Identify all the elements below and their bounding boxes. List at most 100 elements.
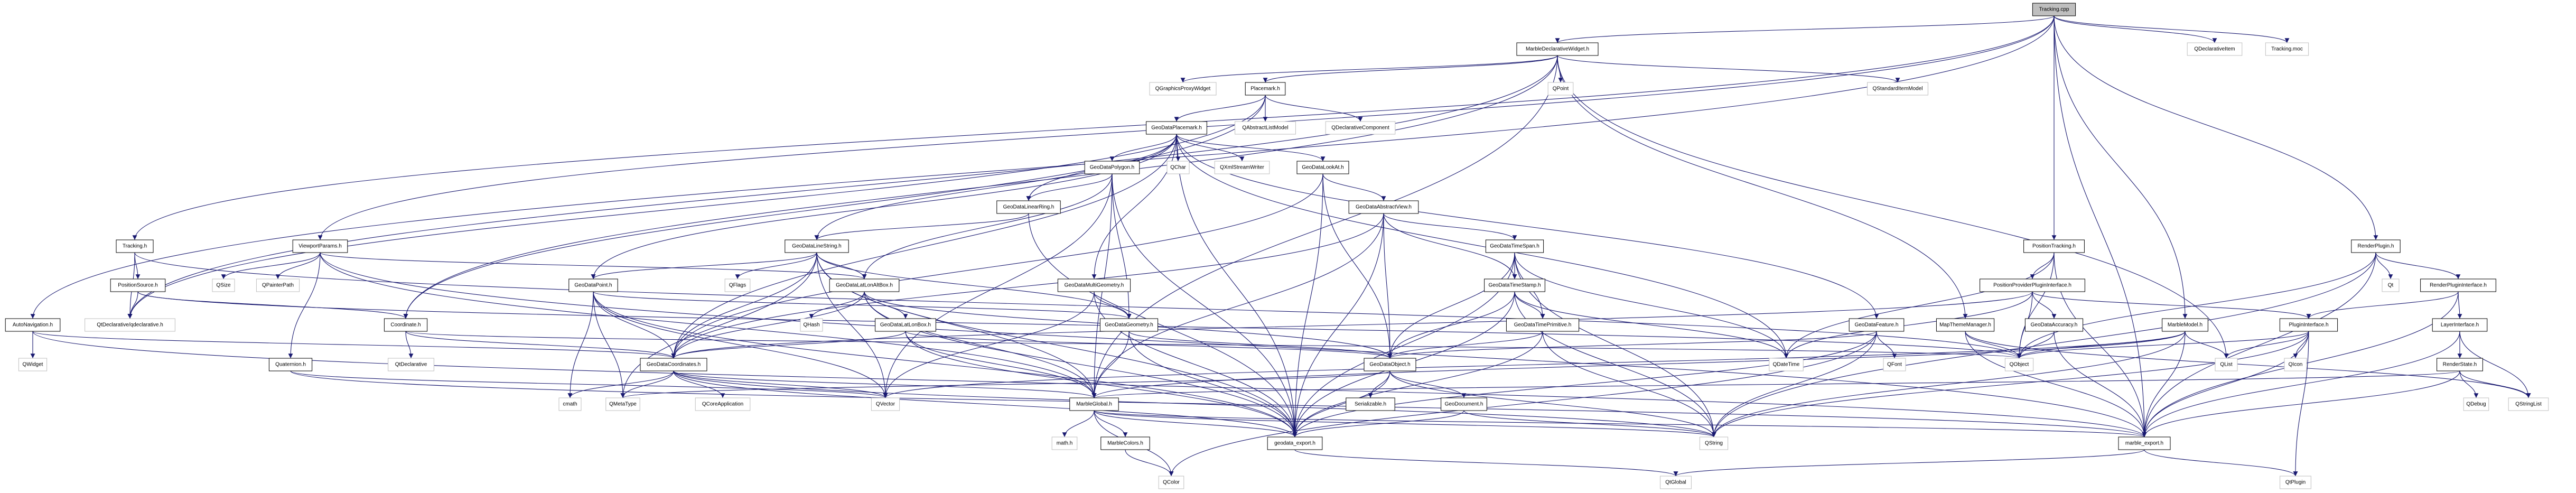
edge-geodataobject-to-geodata-export xyxy=(1292,370,1390,438)
node-label: GeoDataAccuracy.h xyxy=(2031,322,2078,328)
node-qpoint[interactable]: QPoint xyxy=(1547,82,1574,96)
node-qabstractlistmodel[interactable]: QAbstractListModel xyxy=(1235,121,1296,135)
node-qdebug[interactable]: QDebug xyxy=(2463,397,2489,411)
node-qcoreapplication[interactable]: QCoreApplication xyxy=(695,397,751,411)
node-qcolor[interactable]: QColor xyxy=(1158,476,1184,489)
node-marbleglobal[interactable]: MarbleGlobal.h xyxy=(1069,397,1119,411)
edge-viewportparams-to-qsize xyxy=(221,252,321,280)
node-geodatamultigeometry[interactable]: GeoDataMultiGeometry.h xyxy=(1057,278,1131,292)
node-qt[interactable]: Qt xyxy=(2382,278,2400,292)
node-qobject[interactable]: QObject xyxy=(2004,358,2034,371)
edge-geodatapolygon-to-geodatageometry xyxy=(1112,173,1132,319)
node-qstandarditemmodel[interactable]: QStandardItemModel xyxy=(1867,82,1928,96)
node-autonavigation[interactable]: AutoNavigation.h xyxy=(5,318,61,332)
edge-geodocument-to-qstring xyxy=(1463,410,1716,438)
node-qstringlist[interactable]: QStringList xyxy=(2508,397,2549,411)
node-box xyxy=(1980,278,2085,292)
node-marblecolors[interactable]: MarbleColors.h xyxy=(1100,436,1150,450)
node-qwidget[interactable]: QWidget xyxy=(18,358,48,371)
node-box xyxy=(1235,121,1296,135)
node-box xyxy=(2032,3,2076,16)
node-box xyxy=(785,239,849,253)
edge-geodatacoordinates-to-cmath xyxy=(567,370,674,398)
node-qhash[interactable]: QHash xyxy=(800,318,823,332)
node-box xyxy=(2420,278,2496,292)
node-qicon[interactable]: QIcon xyxy=(2284,358,2307,371)
node-renderplugin[interactable]: RenderPlugin.h xyxy=(2351,239,2401,253)
node-qflags[interactable]: QFlags xyxy=(724,278,751,292)
node-qlist[interactable]: QList xyxy=(2215,358,2238,371)
node-renderstate[interactable]: RenderState.h xyxy=(2437,358,2483,371)
node-qxmlstreamwriter[interactable]: QXmlStreamWriter xyxy=(1214,161,1270,174)
node-tracking-cpp[interactable]: Tracking.cpp xyxy=(2032,3,2076,16)
node-qfont[interactable]: QFont xyxy=(1883,358,1906,371)
node-box xyxy=(1516,42,1599,56)
edge-tracking-cpp-to-marble-export xyxy=(2054,15,2147,438)
edge-geodatalookat-to-geodataobject xyxy=(1322,173,1393,359)
node-geodatalinearring[interactable]: GeoDataLinearRing.h xyxy=(996,200,1061,214)
edge-plugininterface-to-qstring xyxy=(1711,331,2309,438)
node-serializable[interactable]: Serializable.h xyxy=(1346,397,1395,411)
node-qmetatype[interactable]: QMetaType xyxy=(605,397,640,411)
node-cmath[interactable]: cmath xyxy=(558,397,582,411)
node-qdatetime[interactable]: QDateTime xyxy=(1769,358,1804,371)
node-qtplugin[interactable]: QtPlugin xyxy=(2280,476,2311,489)
node-geodatalatlonaltbox[interactable]: GeoDataLatLonAltBox.h xyxy=(829,278,900,292)
node-marble-export[interactable]: marble_export.h xyxy=(2118,436,2171,450)
node-geodatalinestring[interactable]: GeoDataLineString.h xyxy=(785,239,849,253)
node-label: GeoDataAbstractView.h xyxy=(1356,204,1412,210)
node-plugininterface[interactable]: PluginInterface.h xyxy=(2279,318,2338,332)
node-qpainterpath[interactable]: QPainterPath xyxy=(256,278,300,292)
node-label: QXmlStreamWriter xyxy=(1220,165,1264,171)
node-positionproviderplugininterface[interactable]: PositionProviderPluginInterface.h xyxy=(1980,278,2085,292)
node-qdeclarativecomponent[interactable]: QDeclarativeComponent xyxy=(1325,121,1396,135)
node-geodata-export[interactable]: geodata_export.h xyxy=(1267,436,1323,450)
node-geodatatimespan[interactable]: GeoDataTimeSpan.h xyxy=(1485,239,1544,253)
node-geodatageometry[interactable]: GeoDataGeometry.h xyxy=(1099,318,1159,332)
node-renderplugininterface[interactable]: RenderPluginInterface.h xyxy=(2420,278,2496,292)
node-box xyxy=(2463,397,2489,411)
node-geodatapolygon[interactable]: GeoDataPolygon.h xyxy=(1084,161,1140,174)
node-layerinterface[interactable]: LayerInterface.h xyxy=(2432,318,2488,332)
node-tracking-moc[interactable]: Tracking.moc xyxy=(2265,42,2309,56)
node-geodatatimeprimitive[interactable]: GeoDataTimePrimitive.h xyxy=(1506,318,1580,332)
node-label: QMetaType xyxy=(609,402,637,407)
node-marblemodel[interactable]: MarbleModel.h xyxy=(2162,318,2208,332)
node-geodatafeature[interactable]: GeoDataFeature.h xyxy=(1849,318,1905,332)
node-qchar[interactable]: QChar xyxy=(1166,161,1190,174)
node-geodataplacemark[interactable]: GeoDataPlacemark.h xyxy=(1146,121,1207,135)
node-geodatatimestamp[interactable]: GeoDataTimeStamp.h xyxy=(1484,278,1545,292)
node-mapthememanager[interactable]: MapThemeManager.h xyxy=(1936,318,1995,332)
node-geodataobject[interactable]: GeoDataObject.h xyxy=(1364,358,1416,371)
node-viewportparams[interactable]: ViewportParams.h xyxy=(292,239,348,253)
edge-renderstate-to-marble-export xyxy=(2142,370,2460,438)
node-geodatapoint[interactable]: GeoDataPoint.h xyxy=(568,278,618,292)
node-qtglobal[interactable]: QtGlobal xyxy=(1660,476,1692,489)
node-qdeclarativeitem[interactable]: QDeclarativeItem xyxy=(2187,42,2243,56)
node-math-h[interactable]: math.h xyxy=(1051,436,1078,450)
node-geodataabstractview[interactable]: GeoDataAbstractView.h xyxy=(1348,200,1419,214)
node-positiontracking[interactable]: PositionTracking.h xyxy=(2023,239,2085,253)
node-tracking-h[interactable]: Tracking.h xyxy=(116,239,154,253)
node-qsize[interactable]: QSize xyxy=(212,278,235,292)
node-qvector[interactable]: QVector xyxy=(871,397,900,411)
node-box xyxy=(1325,121,1396,135)
node-qgraphicsproxywidget[interactable]: QGraphicsProxyWidget xyxy=(1149,82,1217,96)
node-qtdeclarative[interactable]: QtDeclarative xyxy=(388,358,434,371)
node-positionsource[interactable]: PositionSource.h xyxy=(110,278,166,292)
node-qstring[interactable]: QString xyxy=(1699,436,1729,450)
node-geodatalatlonbox[interactable]: GeoDataLatLonBox.h xyxy=(875,318,936,332)
edge-layer xyxy=(30,15,2531,477)
node-geodatalookat[interactable]: GeoDataLookAt.h xyxy=(1296,161,1349,174)
edge-positionproviderplugininterface-to-geodataaccuracy xyxy=(2032,291,2057,319)
node-marbledeclarativewidget[interactable]: MarbleDeclarativeWidget.h xyxy=(1516,42,1599,56)
node-geodatacoordinates[interactable]: GeoDataCoordinates.h xyxy=(640,358,707,371)
edge-mapthememanager-to-marble-export xyxy=(1965,331,2147,438)
node-placemark[interactable]: Placemark.h xyxy=(1245,82,1286,96)
node-qtdeclarative-qdeclarative[interactable]: QtDeclarative/qdeclarative.h xyxy=(85,318,175,332)
node-geodataaccuracy[interactable]: GeoDataAccuracy.h xyxy=(2024,318,2084,332)
node-geodocument[interactable]: GeoDocument.h xyxy=(1441,397,1487,411)
node-quaternion[interactable]: Quaternion.h xyxy=(268,358,313,371)
node-coordinate[interactable]: Coordinate.h xyxy=(384,318,428,332)
node-box xyxy=(2508,397,2549,411)
